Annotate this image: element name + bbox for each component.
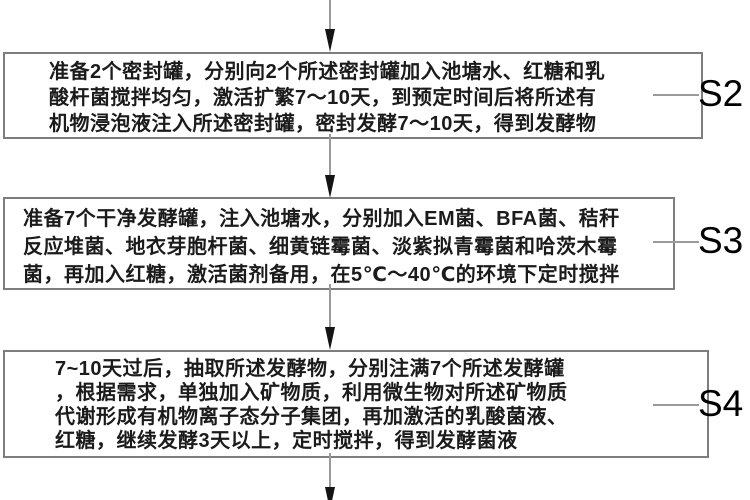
arrow-down-icon: [325, 487, 335, 500]
label-connector-s3: [653, 241, 699, 243]
step-label-s2: S2: [698, 73, 744, 114]
step2-text-line: 反应堆菌、地衣芽胞杆菌、细黄链霉菌、淡紫拟青霉菌和哈茨木霉: [23, 236, 618, 258]
step2-text-line: 准备7个干净发酵罐，注入池塘水，分别加入EM菌、BFA菌、秸秆: [23, 208, 620, 230]
step-label-s4: S4: [698, 383, 744, 424]
step2-text-line: 菌，再加入红糖，激活菌剂备用，在5℃～40℃的环境下定时搅拌: [23, 264, 620, 286]
flow-line-into-step1: [329, 0, 331, 31]
flow-line-step1-step2: [329, 134, 331, 178]
flow-line-out-step3: [329, 453, 331, 489]
label-connector-s4: [653, 404, 699, 406]
label-connector-s2: [653, 94, 699, 96]
step1-text-line: 准备2个密封罐，分别向2个所述密封罐加入池塘水、红糖和乳: [49, 61, 606, 83]
process-box-step3: 7~10天过后，抽取所述发酵物，分别注满7个所述发酵罐 ，根据需求，单独加入矿物…: [3, 350, 709, 458]
arrow-down-icon: [325, 175, 335, 198]
step1-text-line: 机物浸泡液注入所述密封罐，密封发酵7～10天，得到发酵物: [49, 113, 597, 135]
step3-text-line: 7~10天过后，抽取所述发酵物，分别注满7个所述发酵罐: [55, 358, 565, 380]
step3-text-line: 红糖，继续发酵3天以上，定时搅拌，得到发酵菌液: [55, 430, 518, 452]
step3-text-line: 代谢形成有机物离子态分子集团，再加激活的乳酸菌液、: [55, 406, 568, 428]
process-box-step2: 准备7个干净发酵罐，注入池塘水，分别加入EM菌、BFA菌、秸秆 反应堆菌、地衣芽…: [3, 197, 675, 290]
step3-text-line: ，根据需求，单独加入矿物质，利用微生物对所述矿物质: [55, 382, 568, 404]
arrow-down-icon: [325, 327, 335, 350]
step-label-s3: S3: [698, 220, 744, 261]
flow-line-step2-step3: [329, 284, 331, 329]
step1-text-line: 酸杆菌搅拌均匀，激活扩繁7～10天，到预定时间后将所述有: [49, 87, 597, 109]
arrow-down-icon: [325, 29, 335, 52]
process-box-step1: 准备2个密封罐，分别向2个所述密封罐加入池塘水、红糖和乳 酸杆菌搅拌均匀，激活扩…: [3, 52, 703, 139]
